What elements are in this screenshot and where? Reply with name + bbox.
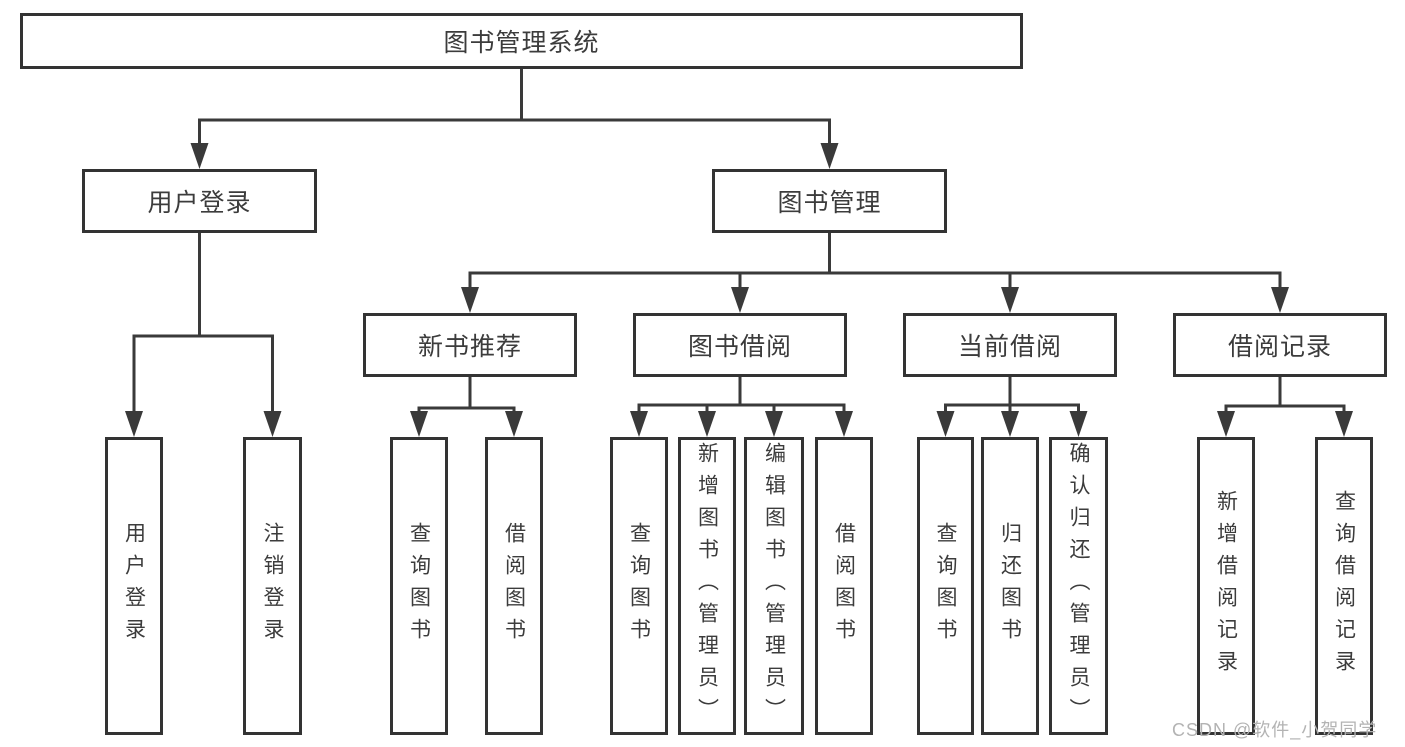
arrowhead [263,411,282,437]
leaf-logout-label: 注销登录 [261,522,284,650]
arrowhead [1271,287,1289,313]
arrowhead [1069,411,1088,437]
leaf-borrow-books-recommend: 借阅图书 [485,437,543,735]
leaf-query-books-current: 查询图书 [917,437,974,735]
leaf-query-books-borrowing-label: 查询图书 [627,522,651,650]
leaf-user-login-label: 用户登录 [122,522,146,650]
arrowhead [820,143,839,169]
leaf-logout: 注销登录 [243,437,302,735]
connector-new-book-recommend-to-leaves [417,375,516,416]
leaf-add-borrow-record: 新增借阅记录 [1197,437,1255,735]
arrowhead [1217,411,1235,437]
connector-user-login-to-leaves [132,231,274,416]
connector-current-borrowing-to-leaves [944,375,1080,416]
node-borrowing-records-label: 借阅记录 [1227,333,1332,361]
leaf-borrow-books-recommend-label: 借阅图书 [502,522,526,650]
leaf-borrow-books-label: 借阅图书 [832,522,856,650]
leaf-query-books-current-label: 查询图书 [934,522,957,650]
arrowhead [125,411,143,437]
node-book-borrowing-label: 图书借阅 [687,333,792,361]
node-current-borrowing-label: 当前借阅 [957,333,1062,361]
node-user-login-label: 用户登录 [147,189,252,217]
leaf-query-books-recommend-label: 查询图书 [407,522,431,650]
node-library-management-system-label: 图书管理系统 [443,29,600,57]
node-library-management-system: 图书管理系统 [20,13,1023,69]
leaf-add-books-admin-label: 新增图书（管理员） [695,442,719,730]
leaf-query-books-borrowing: 查询图书 [610,437,668,735]
leaf-return-books: 归还图书 [981,437,1039,735]
leaf-add-books-admin: 新增图书（管理员） [678,437,736,735]
arrowhead [936,411,955,437]
node-new-book-recommend: 新书推荐 [363,313,577,377]
arrowhead [1001,287,1019,313]
connector-borrowing-records-to-leaves [1224,375,1346,416]
arrowhead [731,287,749,313]
leaf-confirm-return-admin-label: 确认归还（管理员） [1067,442,1090,730]
arrowhead [461,287,479,313]
arrowhead [505,411,523,437]
arrowhead [698,411,716,437]
arrowhead [765,411,783,437]
leaf-query-books-recommend: 查询图书 [390,437,448,735]
connector-root-to-level2 [198,67,831,148]
leaf-add-borrow-record-label: 新增借阅记录 [1214,490,1238,682]
node-book-management-label: 图书管理 [777,189,882,217]
connector-book-management-to-level3 [468,231,1282,292]
node-book-management: 图书管理 [712,169,947,233]
csdn-watermark: CSDN @软件_小贺同学 [1172,720,1378,740]
node-new-book-recommend-label: 新书推荐 [417,333,522,361]
arrowhead [630,411,648,437]
node-borrowing-records: 借阅记录 [1173,313,1387,377]
leaf-query-borrow-record-label: 查询借阅记录 [1332,490,1356,682]
arrowhead [1335,411,1353,437]
leaf-confirm-return-admin: 确认归还（管理员） [1049,437,1108,735]
leaf-edit-books-admin-label: 编辑图书（管理员） [762,442,786,730]
arrowhead [835,411,853,437]
leaf-borrow-books: 借阅图书 [815,437,873,735]
arrowhead [1001,411,1019,437]
node-user-login: 用户登录 [82,169,317,233]
arrowhead [410,411,428,437]
arrowhead [190,143,209,169]
leaf-user-login: 用户登录 [105,437,163,735]
leaf-edit-books-admin: 编辑图书（管理员） [744,437,804,735]
leaf-return-books-label: 归还图书 [998,522,1022,650]
connector-book-borrowing-to-leaves [637,375,846,416]
leaf-query-borrow-record: 查询借阅记录 [1315,437,1373,735]
node-book-borrowing: 图书借阅 [633,313,847,377]
node-current-borrowing: 当前借阅 [903,313,1117,377]
